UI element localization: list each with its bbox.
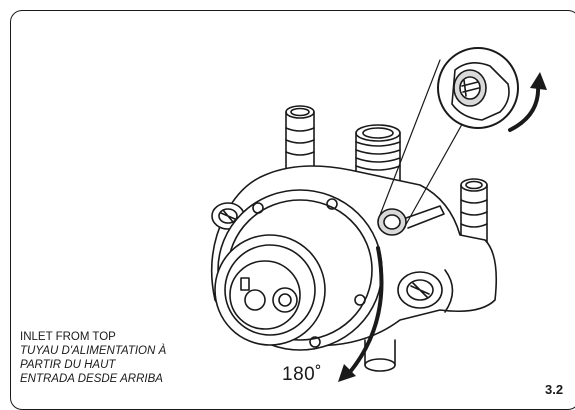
rotation-angle-label: 180˚ [282, 364, 323, 385]
step-number: 3.2 [545, 382, 564, 397]
caption-spanish: ENTRADA DESDE ARRIBA [20, 373, 163, 385]
callout-lines [379, 59, 471, 229]
stop-screw [377, 205, 445, 236]
caption-english: INLET FROM TOP [20, 331, 116, 343]
top-threaded-outlet [355, 124, 401, 186]
inlet-caption: INLET FROM TOP TUYAU D'ALIMENTATION À PA… [20, 330, 250, 386]
rotation-arrow-small [508, 72, 547, 132]
magnifier-circle [437, 47, 519, 129]
caption-french-1: TUYAU D'ALIMENTATION À [20, 345, 167, 357]
cartridge [214, 234, 326, 346]
rotation-arrow-large [338, 246, 384, 382]
top-left-outlet-pipe [285, 105, 315, 191]
caption-french-2: PARTIR DU HAUT [20, 359, 116, 371]
